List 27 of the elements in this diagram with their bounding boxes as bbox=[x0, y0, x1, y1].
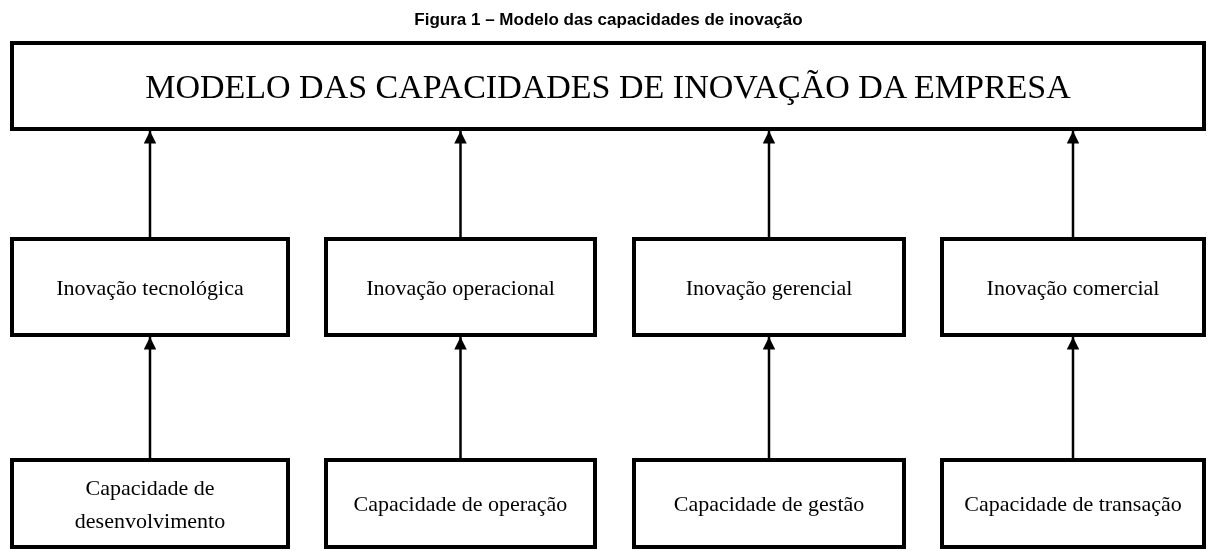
text-box bbox=[940, 237, 1206, 337]
arrow bbox=[762, 131, 776, 237]
text-box bbox=[10, 458, 290, 549]
figure-title: Figura 1 – Modelo das capacidades de inovação bbox=[413, 10, 804, 30]
text-box bbox=[632, 237, 906, 337]
arrow bbox=[1066, 337, 1080, 458]
arrow bbox=[454, 337, 467, 458]
box-label: Inovação operacional bbox=[366, 273, 555, 302]
text-box bbox=[10, 41, 1206, 131]
box-label: Inovação gerencial bbox=[685, 273, 853, 302]
box-label: Inovação comercial bbox=[986, 273, 1160, 302]
text-box bbox=[10, 237, 290, 337]
box-label: Capacidade de desenvolvimento bbox=[73, 473, 227, 535]
box-label: Capacidade de gestão bbox=[673, 490, 865, 518]
box-label: MODELO DAS CAPACIDADES DE INOVAÇÃO DA EMPRESA bbox=[145, 66, 1071, 107]
box-label: Capacidade de operação bbox=[353, 490, 568, 518]
arrow bbox=[454, 131, 467, 237]
arrow bbox=[1066, 131, 1080, 237]
box-label: Capacidade de transação bbox=[964, 490, 1182, 518]
text-box bbox=[324, 458, 597, 549]
text-box bbox=[940, 458, 1206, 549]
arrow bbox=[762, 337, 776, 458]
box-label: Inovação tecnológica bbox=[56, 273, 244, 302]
text-box bbox=[632, 458, 906, 549]
arrow bbox=[143, 337, 157, 458]
arrow bbox=[143, 131, 157, 237]
text-box bbox=[324, 237, 597, 337]
